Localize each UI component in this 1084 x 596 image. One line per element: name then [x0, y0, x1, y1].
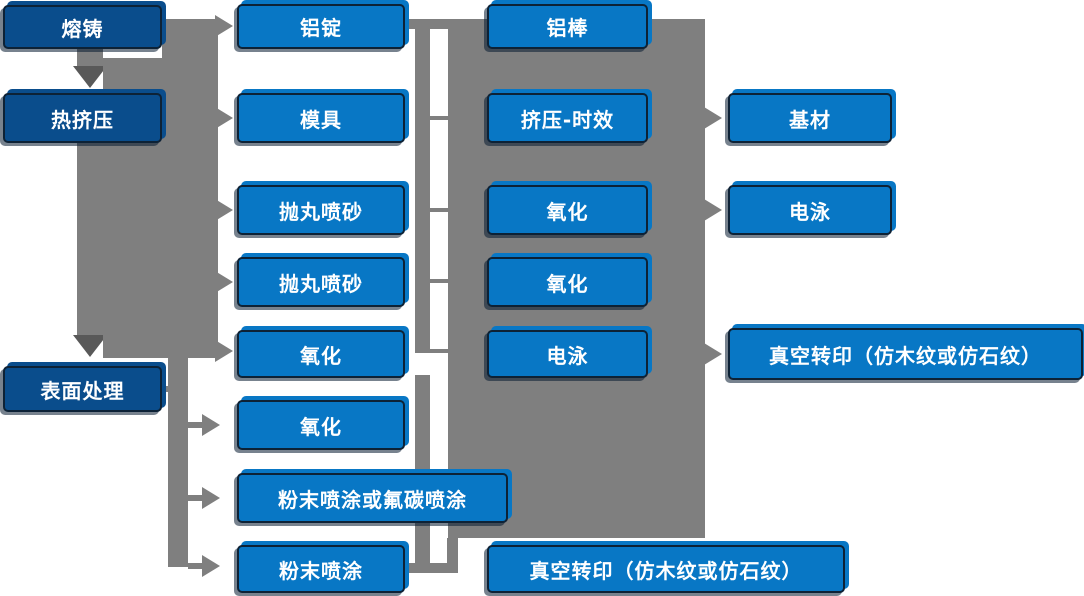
flow-box-oxidation-c3-1: 氧化	[487, 185, 648, 235]
flow-box-mold: 模具	[237, 93, 405, 143]
flow-box-aluminum-ingot: 铝锭	[237, 4, 405, 49]
arrow-to-oxidation-c2-2-icon	[202, 414, 220, 436]
connector-hot-extrusion-to-surface-bar	[77, 143, 103, 335]
connector-bottom-stub	[407, 563, 458, 573]
arrow-down-to-surface-treatment-icon	[73, 335, 107, 357]
connector-surface-bus-lower	[168, 358, 188, 567]
flow-box-electrophoresis-c3: 电泳	[487, 330, 648, 378]
arrow-to-vacuum-transfer-right-icon	[704, 343, 722, 365]
flow-box-oxidation-c2-2: 氧化	[237, 400, 405, 450]
arrow-to-aluminum-ingot-icon	[215, 15, 233, 37]
connector-mid-stub-row4	[415, 279, 448, 283]
flow-box-aluminum-rod: 铝棒	[487, 4, 648, 49]
connector-melting-top-arm	[162, 19, 218, 58]
arrow-to-shot-blasting-2-icon	[215, 271, 233, 293]
connector-melting-to-hot-extrusion-bar	[77, 49, 103, 68]
flow-box-powder-or-fluorocarbon-coating: 粉末喷涂或氟碳喷涂	[237, 473, 508, 523]
arrow-to-base-material-icon	[704, 107, 722, 129]
connector-block-bottom-leg	[447, 538, 458, 573]
arrow-to-electrophoresis-c4-icon	[704, 199, 722, 221]
flow-box-shot-blasting-1: 抛丸喷砂	[237, 185, 405, 235]
flow-box-hot-extrusion: 热挤压	[3, 93, 162, 143]
connector-stub-oxidation-c2-2	[188, 422, 204, 428]
arrow-to-mold-icon	[215, 107, 233, 129]
flow-box-vacuum-transfer-right: 真空转印（仿木纹或仿石纹）	[728, 328, 1083, 380]
connector-surface-treatment-stub	[158, 386, 170, 392]
arrow-to-oxidation-c2-1-icon	[215, 340, 233, 362]
connector-stub-powder-coating	[188, 563, 204, 569]
flow-box-powder-coating: 粉末喷涂	[237, 545, 405, 593]
arrow-to-powder-or-fluorocarbon-icon	[202, 487, 220, 509]
flow-box-oxidation-c3-2: 氧化	[487, 257, 648, 307]
arrow-down-to-hot-extrusion-icon	[73, 66, 107, 88]
flow-box-electrophoresis-c4: 电泳	[728, 185, 892, 235]
flow-box-base-material: 基材	[728, 93, 892, 143]
connector-stub-powder-or-fluorocarbon	[188, 495, 204, 501]
connector-mid-bar-upper	[415, 19, 430, 353]
flow-box-surface-treatment: 表面处理	[3, 366, 162, 412]
flow-box-extrusion-aging: 挤压-时效	[487, 93, 648, 143]
flow-box-shot-blasting-2: 抛丸喷砂	[237, 257, 405, 307]
connector-mid-stub-row5	[415, 349, 448, 353]
arrow-to-powder-coating-icon	[202, 555, 220, 577]
flow-box-melting-casting: 熔铸	[3, 5, 162, 49]
arrow-to-shot-blasting-1-icon	[215, 199, 233, 221]
flow-box-oxidation-c2-1: 氧化	[237, 330, 405, 378]
connector-mid-stub-row2	[415, 116, 448, 120]
flow-box-vacuum-transfer-bottom: 真空转印（仿木纹或仿石纹）	[487, 545, 845, 593]
connector-mid-stub-row3	[415, 208, 448, 212]
